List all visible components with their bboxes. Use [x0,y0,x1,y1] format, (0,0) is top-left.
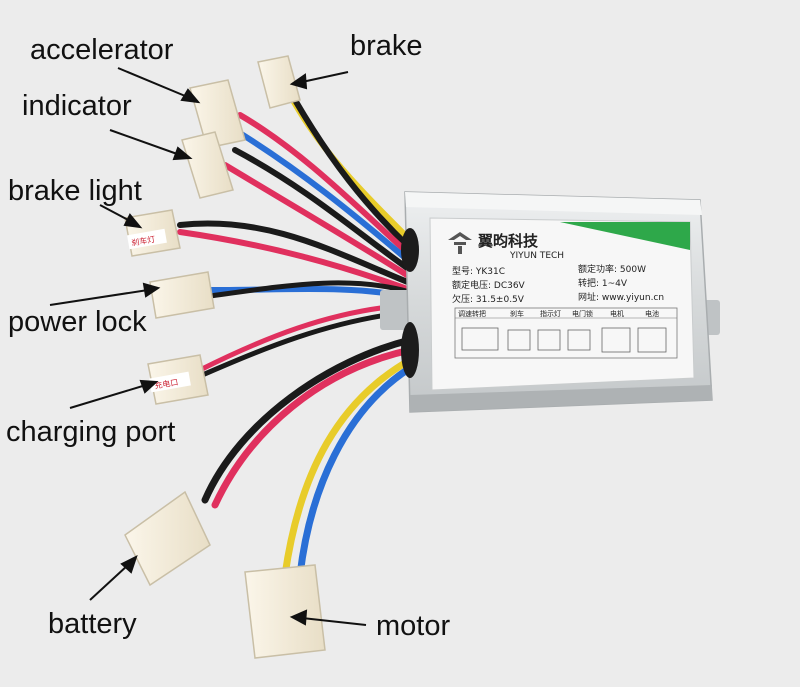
label-battery: battery [48,608,137,640]
port-label-throttle: 调速转把 [458,309,486,318]
accelerator-connector [189,79,246,149]
arrow-motor [301,617,367,626]
port-label-battery: 电池 [645,309,659,318]
arrow-battery [89,564,129,601]
indicator-connector [181,131,234,199]
rated-power-text: 额定功率: 500W [578,263,646,275]
battery-connector [124,490,211,587]
label-charging-port: charging port [6,416,176,448]
label-indicator: indicator [22,90,132,122]
arrow-charging-port [69,384,147,409]
model-text: 型号: YK31C [452,266,505,277]
brand-cn: 翼昀科技 [477,232,539,250]
controller-housing: 翼昀科技 YIYUN TECH 型号: YK31C 额定功率: 500W 额定电… [380,191,720,413]
label-brake-light: brake light [8,175,142,207]
power-lock-connector [149,271,215,319]
motor-connector [244,564,326,659]
label-brake: brake [350,30,423,62]
brand-en: YIYUN TECH [509,251,564,261]
brake-light-tag: 刹车灯 [131,234,156,248]
arrow-power-lock [49,289,149,306]
arrow-indicator [109,129,181,156]
arrow-brake [301,71,349,83]
port-label-indicator: 指示灯 [540,309,561,318]
label-accelerator: accelerator [30,34,174,66]
annotation-arrows [49,67,367,626]
label-motor: motor [376,610,451,642]
port-label-motor: 电机 [610,309,624,318]
connectors [124,55,326,659]
rated-voltage-text: 额定电压: DC36V [452,279,526,291]
port-label-brake: 刹车 [510,309,524,318]
arrow-brake-light [99,204,133,223]
arrow-accelerator [117,67,191,99]
charging-tag: 充电口 [154,377,179,391]
green-accent-stripe [560,222,690,250]
throttle-text: 转把: 1~4V [578,277,628,289]
label-power-lock: power lock [8,306,147,338]
port-label-lock: 电门锁 [572,309,593,318]
brake-connector [257,55,301,109]
undervoltage-text: 欠压: 31.5±0.5V [452,293,525,305]
yiyun-logo-icon [448,232,472,254]
wires [177,92,414,579]
website-text: 网址: www.yiyun.cn [578,291,664,303]
